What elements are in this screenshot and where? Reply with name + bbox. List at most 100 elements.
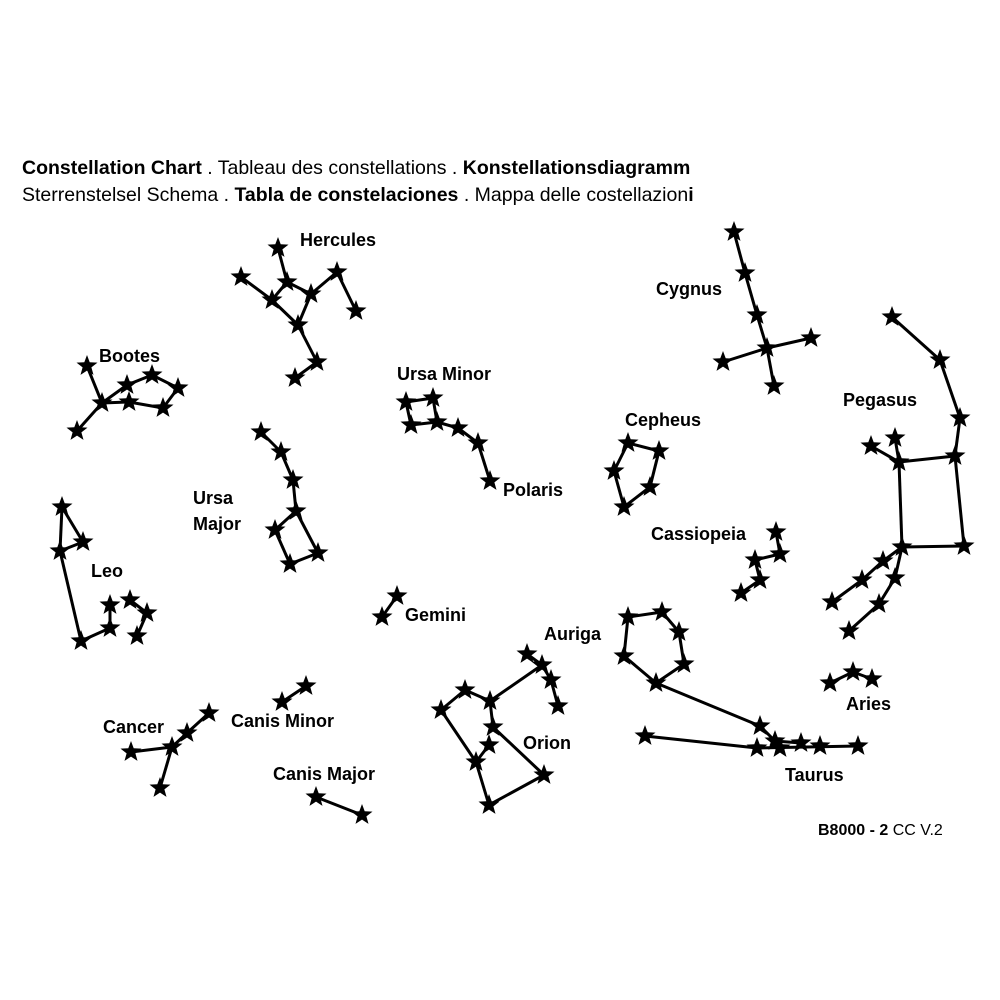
label-bootes: Bootes (99, 346, 161, 366)
ursamajor-star-icon (264, 519, 286, 539)
hercules-star-icon (300, 283, 322, 303)
pegasus-star-icon (884, 427, 906, 447)
cygnus-star-icon (734, 262, 756, 282)
bootes-star-icon (76, 355, 98, 375)
leo-star-icon (99, 617, 121, 637)
cygnus-star-icon (723, 221, 745, 241)
ursamajor-star-icon (285, 500, 307, 520)
orion-star-icon (533, 764, 555, 784)
hercules-star-icon (276, 271, 298, 291)
taurus-star-icon (764, 730, 786, 750)
orion-line (439, 709, 478, 763)
orion-star-icon (479, 690, 501, 710)
cygnus-star-icon (800, 327, 822, 347)
taurus-star-icon (634, 725, 656, 745)
pegasus-line (898, 454, 956, 464)
orion-line (488, 773, 545, 807)
orion-star-icon (531, 654, 553, 674)
leo-star-icon (126, 625, 148, 645)
leo-star-icon (136, 602, 158, 622)
label-taurus: Taurus (785, 765, 844, 785)
pegasus-star-icon (872, 550, 894, 570)
title-fr: . Tableau des constellations . (201, 157, 463, 179)
auriga-star-icon (651, 601, 673, 621)
hercules-star-icon (284, 367, 306, 387)
orion-star-icon (454, 679, 476, 699)
aries-star-icon (842, 661, 864, 681)
auriga-star-icon (645, 672, 667, 692)
title-de: Konstellationsdiagramm (462, 157, 691, 179)
footer-code: B8000 - 2 (818, 822, 889, 839)
canisminor-star-icon (295, 675, 317, 695)
taurus-star-icon (746, 737, 768, 757)
cygnus-star-icon (712, 351, 734, 371)
pegasus-star-icon (868, 593, 890, 613)
label-gemini: Gemini (405, 605, 467, 625)
bootes-star-icon (118, 391, 140, 411)
hercules-star-icon (261, 289, 283, 309)
ursamajor-star-icon (250, 421, 272, 441)
cancer-star-icon (198, 702, 220, 722)
orion-star-icon (465, 751, 487, 771)
gemini-star-icon (371, 606, 393, 626)
hercules-star-icon (267, 237, 289, 257)
hercules-star-icon (230, 266, 252, 286)
taurus-star-icon (790, 732, 812, 752)
label-hercules: Hercules (300, 230, 377, 250)
orion-line (489, 663, 543, 703)
canisminor-star-icon (271, 691, 293, 711)
cepheus-star-icon (613, 496, 635, 516)
hercules-star-icon (287, 314, 309, 334)
orion-star-icon (478, 734, 500, 754)
pegasus-star-icon (953, 535, 975, 555)
aries-star-icon (861, 668, 883, 688)
taurus-line (655, 681, 761, 728)
orion-line (474, 761, 491, 806)
bootes-star-icon (152, 397, 174, 417)
hercules-star-icon (326, 261, 348, 281)
ursamajor-star-icon (307, 542, 329, 562)
pegasus-star-icon (884, 567, 906, 587)
label-polaris: Polaris (503, 480, 564, 500)
orion-star-icon (430, 699, 452, 719)
cassiopeia-star-icon (744, 549, 766, 569)
title-line-1: Constellation Chart . Tableau des conste… (22, 157, 690, 180)
ursaminor-line (476, 442, 492, 482)
cassiopeia-star-icon (769, 543, 791, 563)
bootes-star-icon (91, 392, 113, 412)
label-orion: Orion (523, 733, 571, 753)
canismajor-star-icon (351, 804, 373, 824)
product-code: B8000 - 2 CC V.2 (818, 822, 943, 840)
leo-star-icon (72, 531, 94, 551)
leo-star-icon (49, 540, 71, 560)
cygnus-line (743, 272, 759, 316)
pegasus-star-icon (851, 569, 873, 589)
orion-star-icon (516, 643, 538, 663)
pegasus-star-icon (888, 451, 910, 471)
ursaminor-star-icon (467, 432, 489, 452)
pegasus-star-icon (860, 435, 882, 455)
leo-star-icon (70, 630, 92, 650)
cygnus-star-icon (763, 375, 785, 395)
cancer-star-icon (161, 736, 183, 756)
ursamajor-star-icon (279, 553, 301, 573)
label-ursa-major-1: Ursa (193, 488, 234, 508)
ursaminor-star-icon (426, 411, 448, 431)
auriga-star-icon (617, 606, 639, 626)
auriga-star-icon (668, 621, 690, 641)
cancer-star-icon (149, 777, 171, 797)
pegasus-line (938, 359, 962, 419)
pegasus-star-icon (929, 349, 951, 369)
taurus-star-icon (749, 715, 771, 735)
leo-star-icon (119, 589, 141, 609)
pegasus-line (953, 455, 966, 547)
title-it-end: i (688, 184, 694, 206)
auriga-line (623, 654, 657, 685)
leo-line (58, 550, 83, 642)
orion-star-icon (547, 695, 569, 715)
label-cygnus: Cygnus (656, 279, 723, 299)
orion-star-icon (478, 794, 500, 814)
ursaminor-star-icon (479, 470, 501, 490)
hercules-star-icon (345, 300, 367, 320)
